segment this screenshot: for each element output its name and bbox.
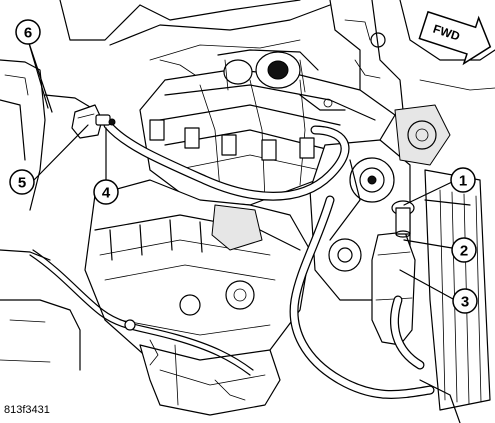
svg-text:6: 6 — [24, 25, 32, 42]
callout-3: 3 — [452, 288, 478, 314]
callout-6: 6 — [15, 19, 41, 45]
callout-4: 4 — [93, 179, 119, 205]
oil-pan — [139, 344, 281, 416]
callout-5: 5 — [9, 169, 35, 195]
throttle-body — [217, 49, 319, 93]
hose-fitting — [71, 104, 116, 139]
left-line — [29, 249, 254, 376]
firewall-structure — [0, 0, 495, 371]
coolant-reservoir — [371, 200, 425, 370]
lower-hose — [289, 195, 435, 399]
svg-text:1: 1 — [459, 173, 467, 190]
upper-hose — [103, 120, 350, 201]
callout-2: 2 — [451, 237, 477, 263]
callout-1: 1 — [450, 167, 476, 193]
misc-details — [159, 59, 381, 401]
svg-text:2: 2 — [460, 243, 468, 260]
fwd-arrow: FWD — [418, 10, 492, 66]
svg-text:3: 3 — [461, 294, 469, 311]
engine-block — [84, 179, 311, 371]
svg-text:4: 4 — [102, 185, 111, 202]
figure-id: 813f3431 — [4, 404, 50, 416]
leader-lines — [27, 39, 454, 300]
svg-text:5: 5 — [18, 175, 26, 192]
